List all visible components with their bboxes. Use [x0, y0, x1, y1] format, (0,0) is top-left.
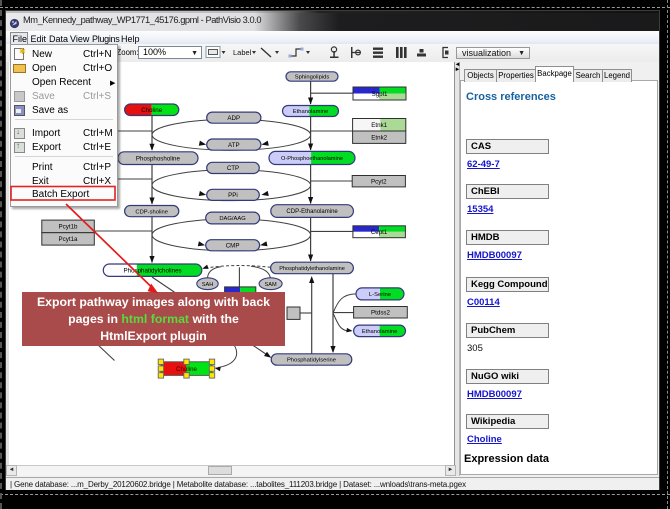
- svg-text:Phosphosholine: Phosphosholine: [136, 155, 181, 162]
- svg-text:CDP-Ethanolamine: CDP-Ethanolamine: [286, 209, 338, 215]
- svg-text:Phosphatidylethanolamine: Phosphatidylethanolamine: [279, 266, 345, 272]
- svg-text:Sphingolipids: Sphingolipids: [295, 75, 330, 81]
- svg-text:Sgpl1: Sgpl1: [372, 91, 388, 98]
- svg-text:Ptdss2: Ptdss2: [371, 309, 390, 316]
- svg-text:CTP: CTP: [227, 165, 239, 172]
- svg-text:DAG/AAG: DAG/AAG: [219, 216, 246, 222]
- svg-text:Label: Label: [233, 48, 252, 57]
- svg-text:L-Serine: L-Serine: [369, 292, 391, 298]
- svg-text:SAH: SAH: [202, 282, 214, 288]
- svg-text:ATP: ATP: [228, 142, 240, 149]
- svg-text:Pcyt1b: Pcyt1b: [59, 224, 78, 231]
- svg-text:Choline: Choline: [176, 366, 198, 373]
- svg-text:Phosphatidylcholines: Phosphatidylcholines: [124, 267, 182, 274]
- svg-text:CDP-sholine: CDP-sholine: [135, 209, 168, 215]
- svg-text:Choline: Choline: [141, 107, 163, 114]
- svg-text:Pcyt2: Pcyt2: [371, 178, 387, 185]
- svg-text:Phosphatidylserine: Phosphatidylserine: [287, 358, 336, 364]
- svg-text:Etnk2: Etnk2: [371, 134, 387, 141]
- svg-text:Ethanolamine: Ethanolamine: [362, 329, 397, 335]
- svg-text:Etnk1: Etnk1: [371, 122, 387, 129]
- svg-text:O-Phosphoethanolamine: O-Phosphoethanolamine: [281, 156, 343, 162]
- svg-text:Pcyt1a: Pcyt1a: [59, 236, 78, 243]
- svg-text:Ethanolamine: Ethanolamine: [293, 109, 328, 115]
- svg-text:CMP: CMP: [226, 242, 240, 249]
- svg-text:Cept1: Cept1: [371, 229, 388, 236]
- svg-text:SAM: SAM: [265, 282, 277, 288]
- svg-text:ADP: ADP: [227, 115, 240, 122]
- svg-text:PPi: PPi: [228, 192, 238, 199]
